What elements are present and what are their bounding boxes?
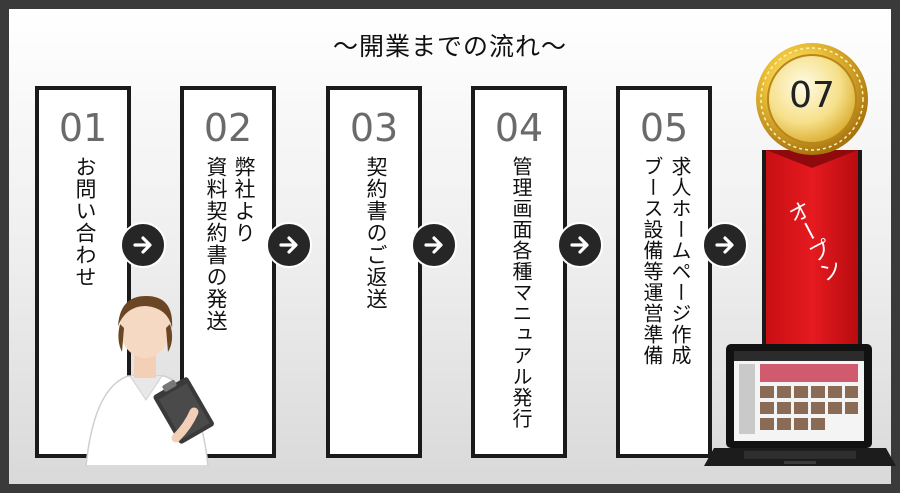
step-number: 03	[349, 106, 399, 150]
step-number: 01	[58, 106, 108, 150]
step-text: 契約書のご返送	[364, 156, 388, 310]
page-title: ～開業までの流れ～	[332, 32, 567, 61]
step-text: 求人ホームページ作成 ブース設備等運営準備	[640, 156, 692, 366]
laptop-icon	[704, 342, 896, 472]
arrow-right-icon	[120, 222, 166, 268]
step-number: 02	[203, 106, 253, 150]
step-card-05: 05 求人ホームページ作成 ブース設備等運営準備	[616, 86, 712, 458]
final-step-number: 07	[789, 75, 835, 116]
step-text: お問い合わせ	[73, 156, 97, 288]
gold-medal-icon	[752, 39, 872, 159]
step-number: 04	[494, 106, 544, 150]
step-card-03: 03 契約書のご返送	[326, 86, 422, 458]
step-text: 管理画面各種マニュアル発行	[509, 156, 533, 429]
step-number: 05	[639, 106, 689, 150]
step-card-04: 04 管理画面各種マニュアル発行	[471, 86, 567, 458]
arrow-right-icon	[702, 222, 748, 268]
arrow-right-icon	[266, 222, 312, 268]
arrow-right-icon	[557, 222, 603, 268]
arrow-right-icon	[411, 222, 457, 268]
doctor-with-clipboard-illustration	[76, 288, 216, 467]
step-text: 弊社より 資料契約書の発送	[204, 156, 256, 332]
